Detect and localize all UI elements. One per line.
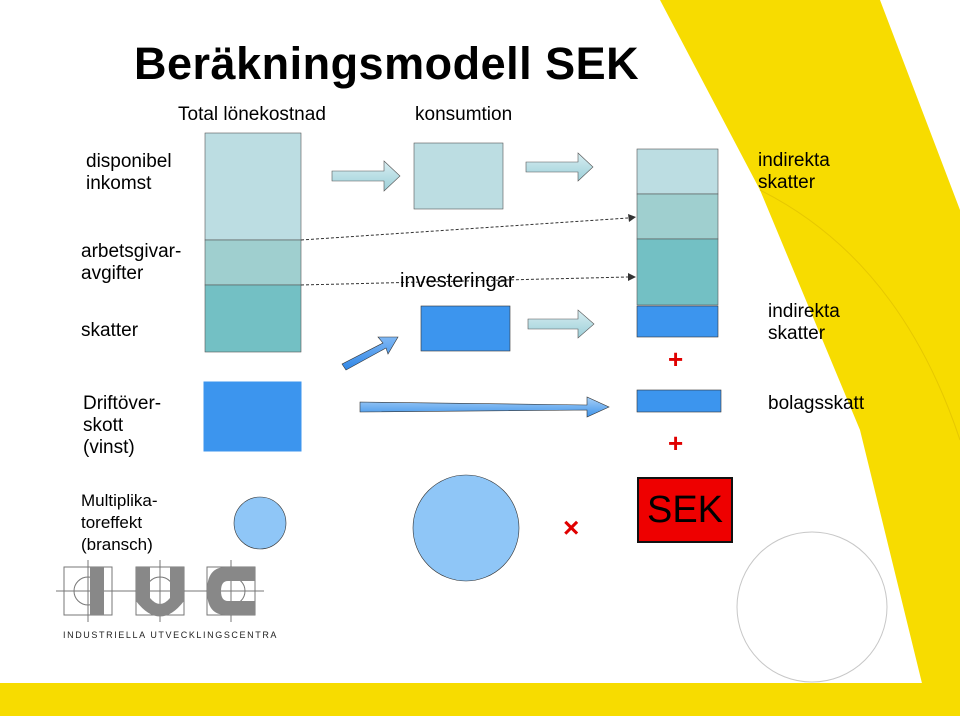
taxes-block	[204, 284, 302, 353]
indirect-tax-block-top	[636, 148, 719, 195]
plus-operator-2: +	[668, 428, 684, 458]
arrow-investments-to-result	[527, 309, 595, 339]
corporate-tax-block	[636, 389, 722, 413]
label-multiplier-effect: Multiplika- toreffekt (bransch)	[81, 491, 158, 554]
label-indirect-taxes-top: indirekta skatter	[758, 150, 830, 193]
label-corporate-tax: bolagsskatt	[768, 393, 865, 414]
tax-block	[636, 238, 719, 306]
arrow-consumption-to-result	[525, 152, 594, 182]
label-disposable-income: disponibel inkomst	[86, 151, 172, 194]
page-title: Beräkningsmodell SEK	[134, 38, 640, 89]
arrow-surplus-to-investments	[341, 336, 399, 371]
right-result-stack	[636, 148, 719, 338]
label-investments: investeringar	[400, 270, 515, 292]
disposable-income-block	[204, 132, 302, 241]
label-operating-surplus: Driftöver- skott (vinst)	[83, 393, 162, 458]
employer-fees-block	[204, 239, 302, 286]
consumption-block	[413, 142, 504, 210]
labor-cost-stack	[204, 132, 302, 353]
times-operator: ×	[563, 512, 580, 543]
header-consumption: konsumtion	[415, 104, 513, 125]
header-total-labor-cost: Total lönekostnad	[178, 104, 326, 125]
multiplier-circle-small	[233, 496, 287, 550]
multiplier-circle-large	[412, 474, 520, 582]
iuc-logo	[56, 560, 264, 622]
dashed-arrows	[300, 214, 636, 286]
label-taxes: skatter	[81, 320, 139, 341]
plus-operator-1: +	[668, 344, 684, 374]
indirect-tax-block-blue	[636, 305, 719, 338]
indirect-tax-block-mid	[636, 193, 719, 240]
sek-result-box: SEK	[637, 477, 733, 543]
investments-block	[420, 305, 511, 352]
label-employer-fees: arbetsgivar- avgifter	[81, 241, 182, 284]
arrow-income-to-consumption	[331, 160, 401, 192]
logo-caption: INDUSTRIELLA UTVECKLINGSCENTRA	[63, 630, 279, 640]
operating-surplus-block	[203, 381, 302, 452]
arrow-surplus-to-corporate-tax	[359, 396, 610, 418]
label-indirect-taxes-mid: indirekta skatter	[768, 301, 840, 344]
